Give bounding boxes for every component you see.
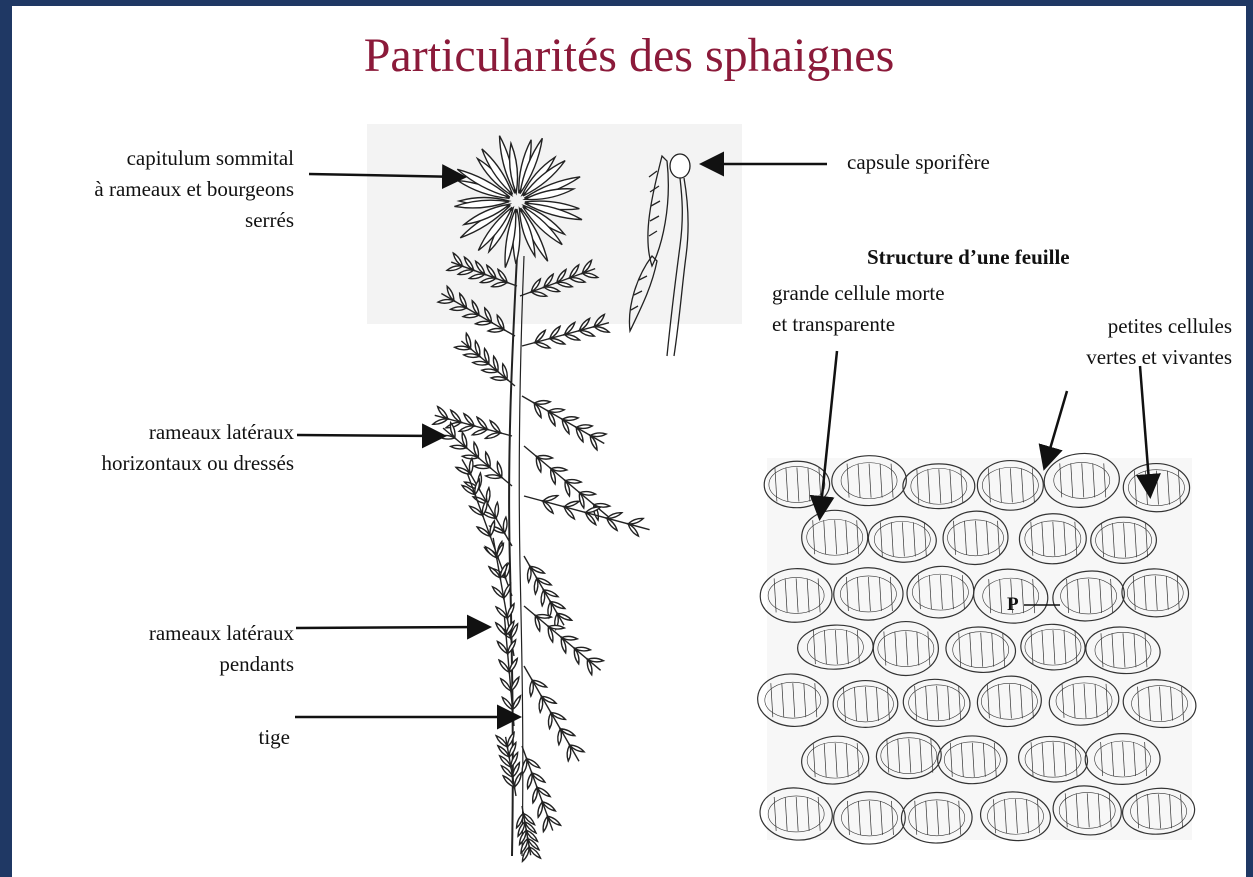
label-grande-cellule-line1: grande cellule morte [772, 278, 945, 309]
label-rameaux-pendants: rameaux latéraux pendants [42, 618, 294, 680]
label-p-marker: P [1007, 589, 1019, 620]
slide: Particularités des sphaignes [12, 6, 1246, 877]
arrow-petites-cellules-1 [1045, 391, 1067, 466]
label-petites-cellules-line1: petites cellules [1002, 311, 1232, 342]
label-rameaux-pendants-line1: rameaux latéraux [42, 618, 294, 649]
lateral-branches-drawing [433, 253, 650, 861]
label-capitulum-line3: serrés [42, 205, 294, 236]
label-petites-cellules-line2: vertes et vivantes [1002, 342, 1232, 373]
label-rameaux-horizontaux-line1: rameaux latéraux [42, 417, 294, 448]
label-rameaux-pendants-line2: pendants [42, 649, 294, 680]
label-grande-cellule: grande cellule morte et transparente [772, 278, 945, 340]
label-rameaux-horizontaux-line2: horizontaux ou dressés [42, 448, 294, 479]
label-structure-title: Structure d’une feuille [867, 242, 1070, 273]
label-capitulum-line2: à rameaux et bourgeons [42, 174, 294, 205]
label-capsule: capsule sporifère [847, 147, 990, 178]
label-capitulum-line1: capitulum sommital [42, 143, 294, 174]
arrow-rameaux-pendants [296, 627, 487, 628]
label-tige: tige [42, 722, 290, 753]
label-petites-cellules: petites cellules vertes et vivantes [1002, 311, 1232, 373]
label-rameaux-horizontaux: rameaux latéraux horizontaux ou dressés [42, 417, 294, 479]
label-capitulum: capitulum sommital à rameaux et bourgeon… [42, 143, 294, 236]
arrow-rameaux-horizontaux [297, 435, 442, 436]
label-grande-cellule-line2: et transparente [772, 309, 945, 340]
